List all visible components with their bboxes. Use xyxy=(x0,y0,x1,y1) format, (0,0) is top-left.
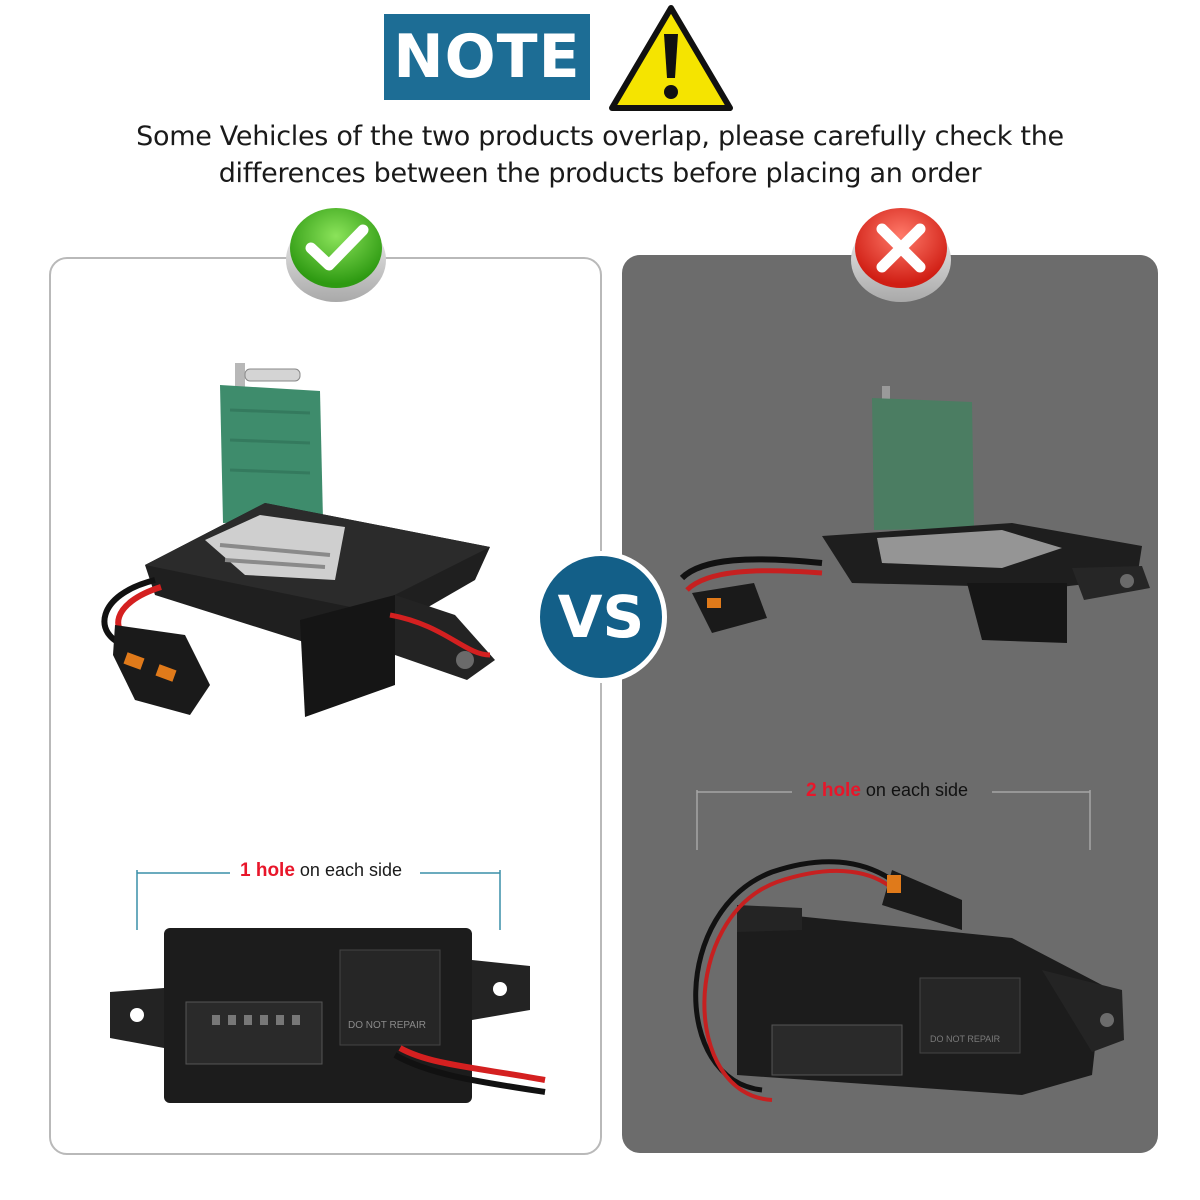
left-bottom-view: DO NOT REPAIR xyxy=(110,870,546,1103)
vs-label: VS xyxy=(557,583,645,651)
left-hole-label: 1 hole on each side xyxy=(234,860,408,882)
note-badge: NOTE xyxy=(384,14,590,100)
blower-resistor-photo-left xyxy=(101,363,495,717)
right-connector-text: DO NOT REPAIR xyxy=(930,1034,1001,1044)
red-cross-icon xyxy=(851,208,951,302)
green-check-icon xyxy=(286,208,386,302)
left-hole-suffix: on each side xyxy=(299,860,402,880)
right-hole-suffix: on each side xyxy=(865,780,968,800)
vs-badge: VS xyxy=(535,551,667,683)
left-connector-text: DO NOT REPAIR xyxy=(348,1020,426,1031)
right-hole-label: 2 hole on each side xyxy=(800,780,974,802)
right-bottom-view: DO NOT REPAIR xyxy=(693,790,1124,1102)
mount-hole-right xyxy=(493,982,507,996)
overlap-notice: Some Vehicles of the two products overla… xyxy=(100,118,1100,192)
note-label: NOTE xyxy=(393,22,581,92)
notice-line-2: differences between the products before … xyxy=(218,158,982,189)
mount-hole-left xyxy=(130,1008,144,1022)
warning-triangle-icon xyxy=(609,5,733,111)
mount-hole-right-1 xyxy=(1100,1013,1114,1027)
right-hole-count: 2 hole xyxy=(806,780,861,801)
left-hole-count: 1 hole xyxy=(240,860,295,881)
notice-line-1: Some Vehicles of the two products overla… xyxy=(136,121,1064,152)
blower-resistor-photo-right xyxy=(679,386,1150,643)
